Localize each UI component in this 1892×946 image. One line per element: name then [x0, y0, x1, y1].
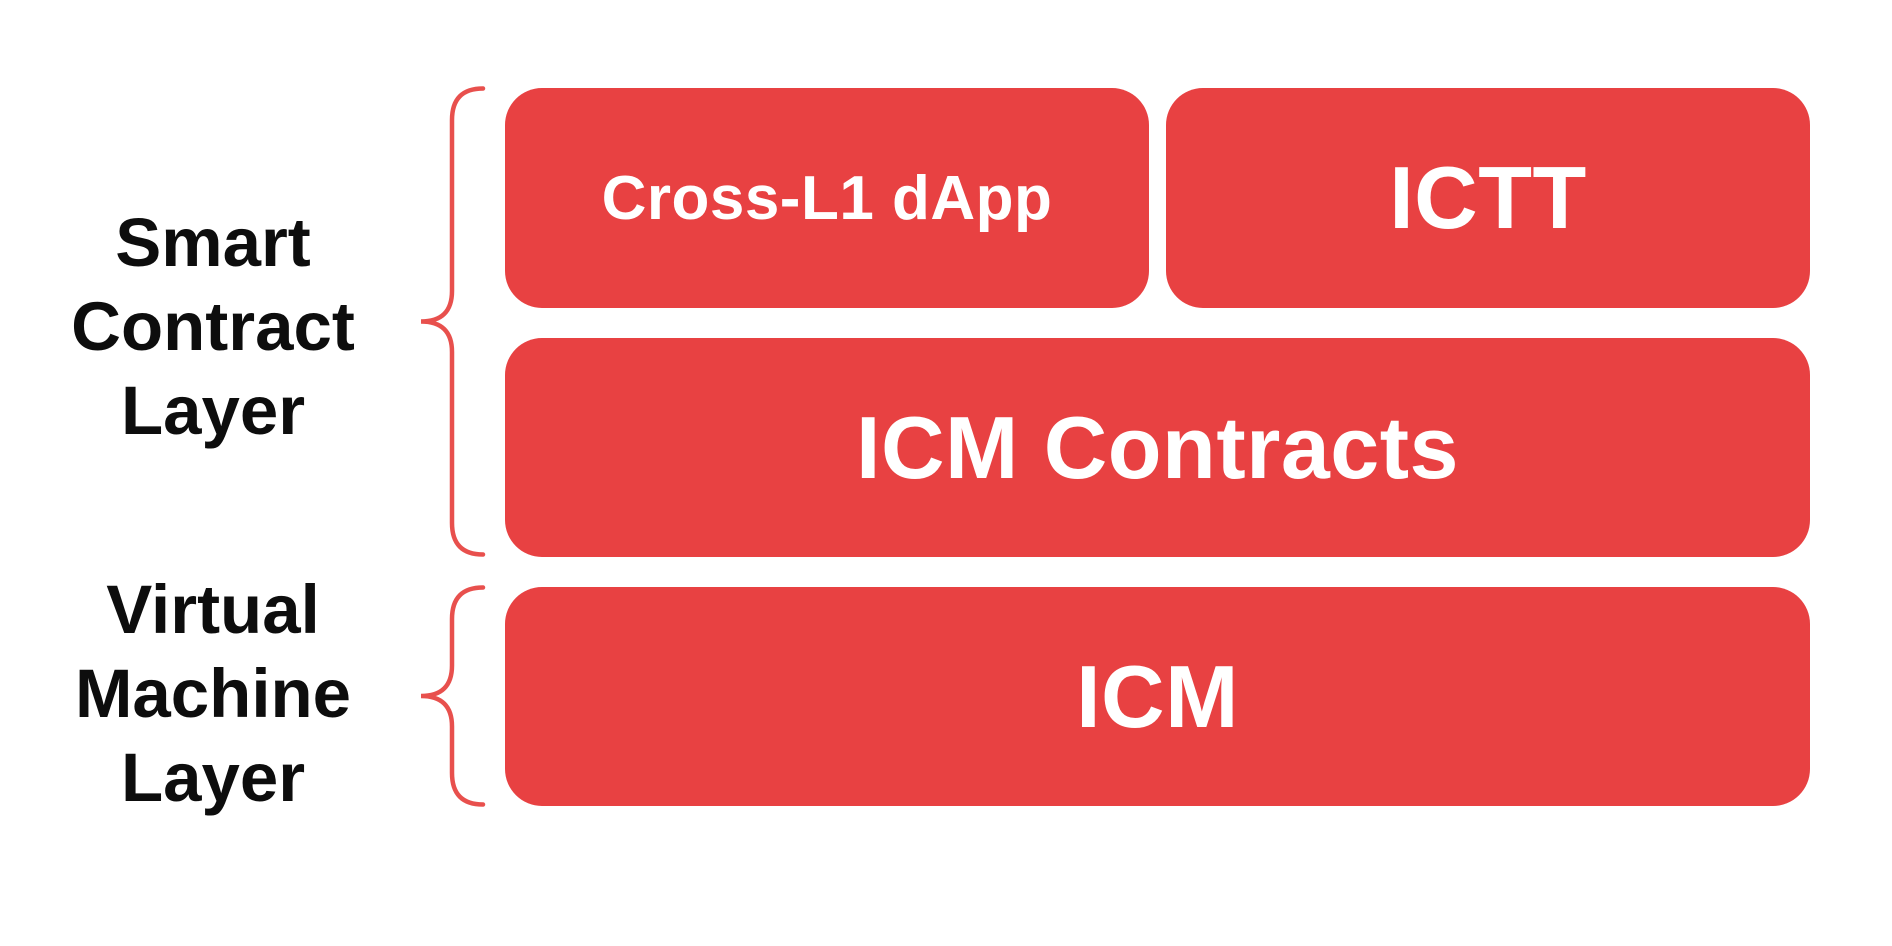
- box-ictt: ICTT: [1166, 88, 1810, 308]
- label-line: Smart: [115, 204, 311, 281]
- box-label: ICTT: [1389, 148, 1587, 247]
- label-line: Virtual: [106, 571, 320, 648]
- label-virtual-machine-layer: Virtual Machine Layer: [23, 568, 403, 820]
- box-icm-contracts: ICM Contracts: [505, 338, 1810, 557]
- curly-brace-virtual-machine-layer-icon: [417, 585, 487, 807]
- label-line: Layer: [120, 372, 306, 449]
- curly-brace-smart-contract-layer-icon: [417, 86, 487, 557]
- box-label: Cross-L1 dApp: [601, 163, 1053, 233]
- label-line: Contract: [71, 288, 355, 365]
- label-line: Machine: [74, 655, 352, 732]
- box-icm: ICM: [505, 587, 1810, 806]
- box-label: ICM Contracts: [856, 397, 1459, 497]
- box-label: ICM: [1076, 646, 1239, 746]
- label-line: Layer: [120, 739, 306, 816]
- label-smart-contract-layer: Smart Contract Layer: [23, 201, 403, 453]
- box-cross-l1-dapp: Cross-L1 dApp: [505, 88, 1149, 308]
